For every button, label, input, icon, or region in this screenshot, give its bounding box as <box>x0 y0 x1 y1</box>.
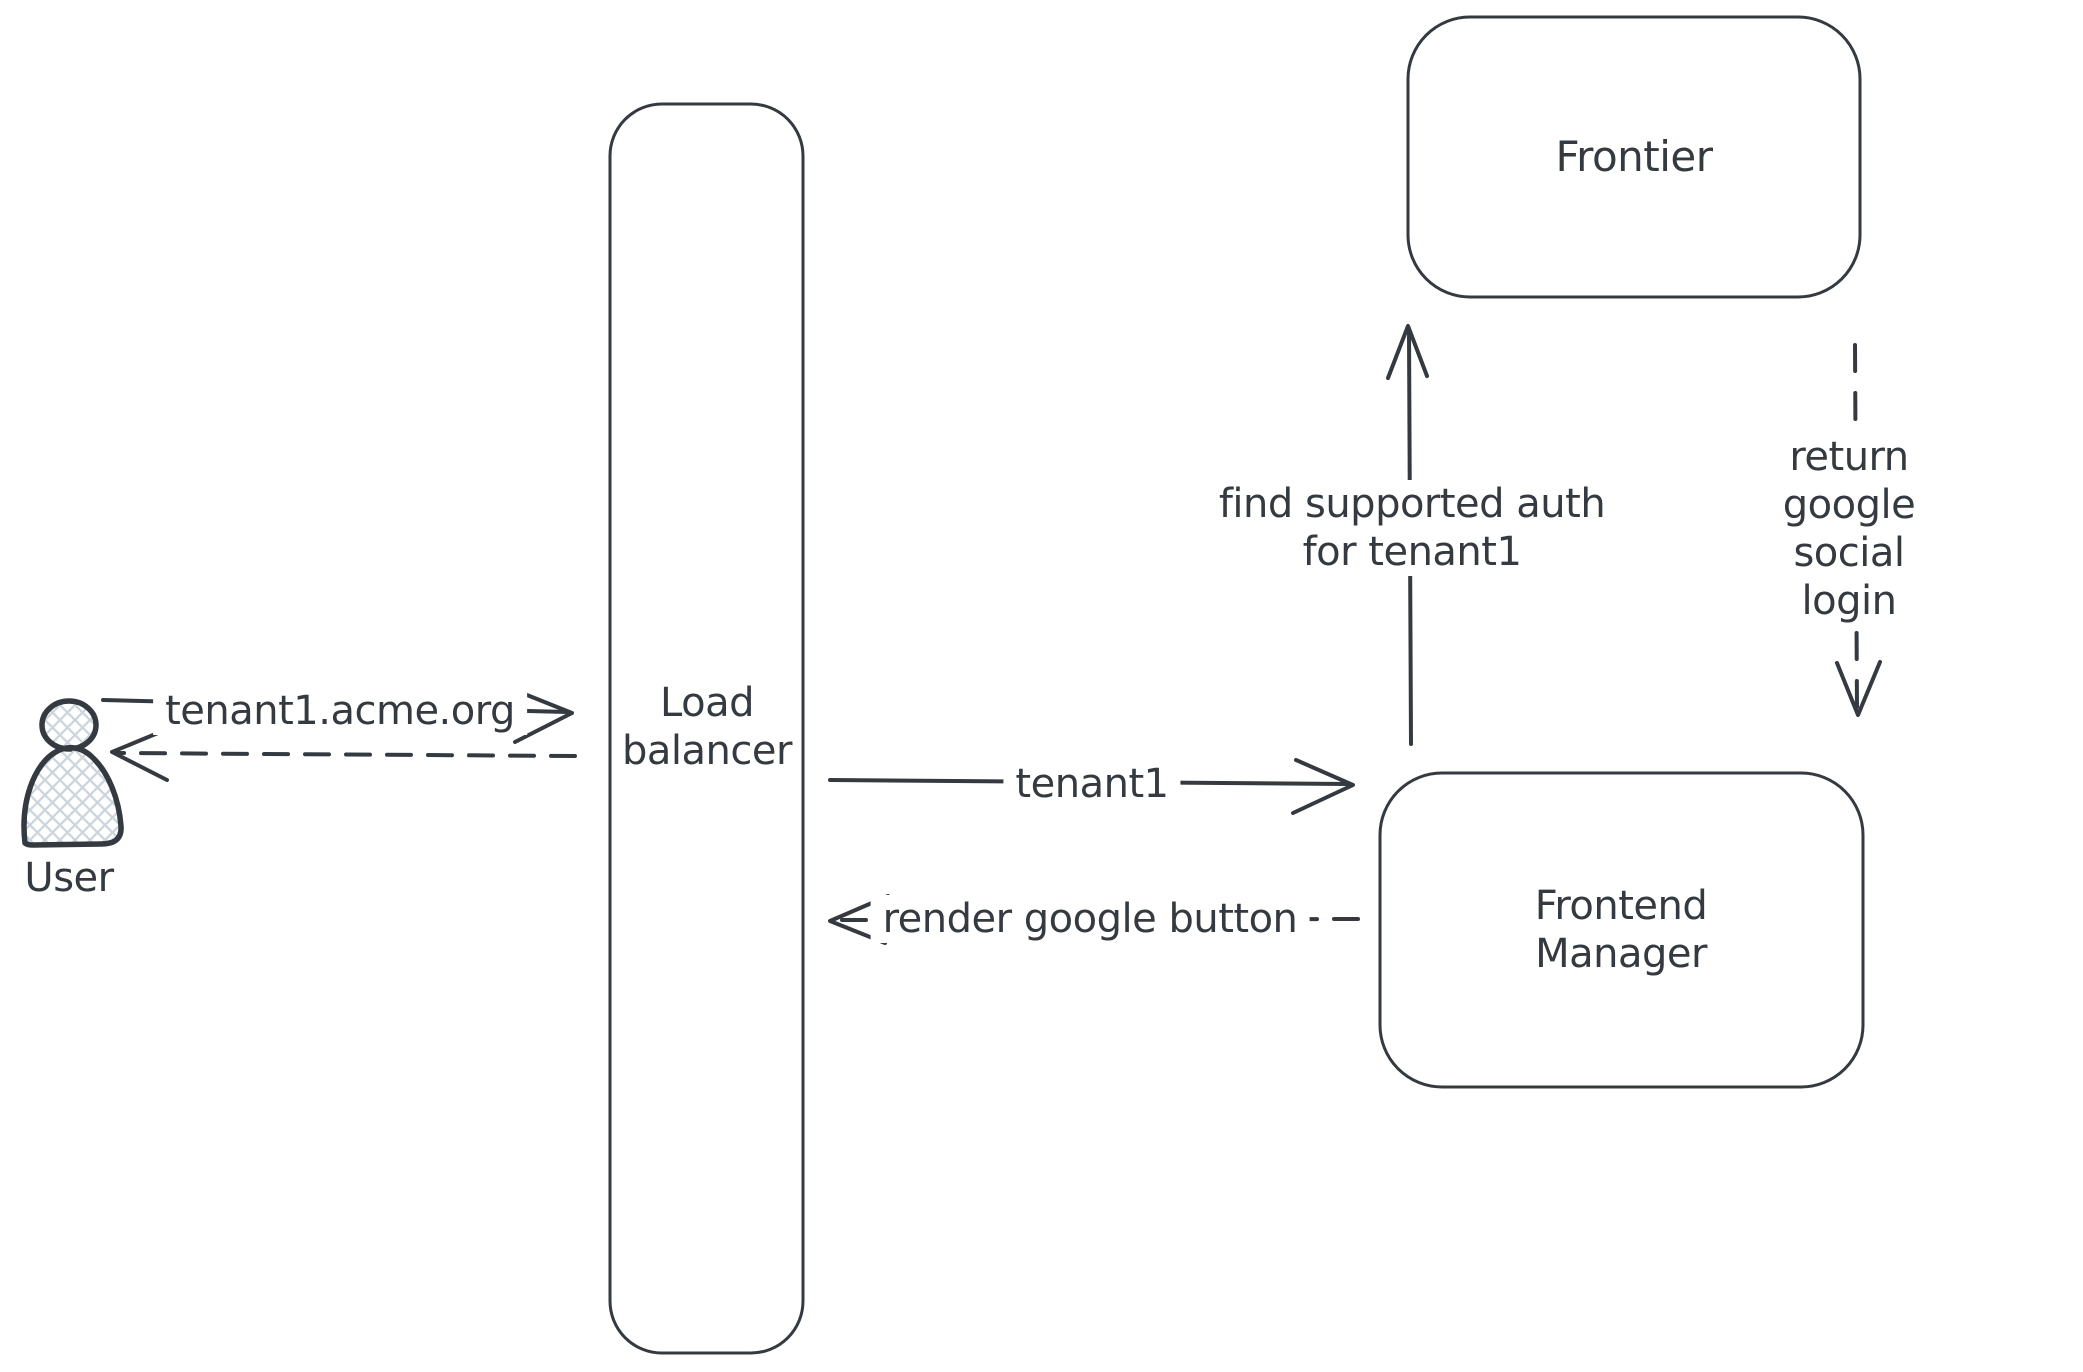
user-label: User <box>24 855 114 901</box>
user-head <box>39 698 99 752</box>
arrow-label-tenant1: tenant1 <box>1003 760 1181 808</box>
arrowhead-down-icon <box>1835 660 1882 717</box>
load-balancer-box <box>608 102 805 1355</box>
arrow-load-balancer-to-user <box>110 726 577 782</box>
frontend-manager-box <box>1378 771 1865 1089</box>
arrow-label-tenant1-acme-org: tenant1.acme.org <box>153 687 527 735</box>
arrow-label-render-google-button: render google button <box>870 895 1310 943</box>
arrow-label-find-supported-auth: find supported auth for tenant1 <box>1206 480 1618 576</box>
frontier-box <box>1406 15 1862 299</box>
arrowhead-up-icon <box>1386 324 1429 380</box>
arrow-label-return-google-social-login: return google social login <box>1732 433 1966 625</box>
arrowhead-right-icon <box>513 689 574 744</box>
frontier-label: Frontier <box>1555 132 1713 181</box>
load-balancer-label: Load balancer <box>622 680 792 774</box>
arrow-frontier-to-frontend-manager <box>1835 343 1882 717</box>
arrowhead-left-icon <box>110 726 172 782</box>
user-body <box>21 745 124 848</box>
frontend-manager-label: Frontend Manager <box>1534 883 1708 977</box>
user-person-icon <box>21 698 124 848</box>
arrowhead-left-icon <box>828 894 890 945</box>
arrowhead-right-icon <box>1291 758 1355 815</box>
